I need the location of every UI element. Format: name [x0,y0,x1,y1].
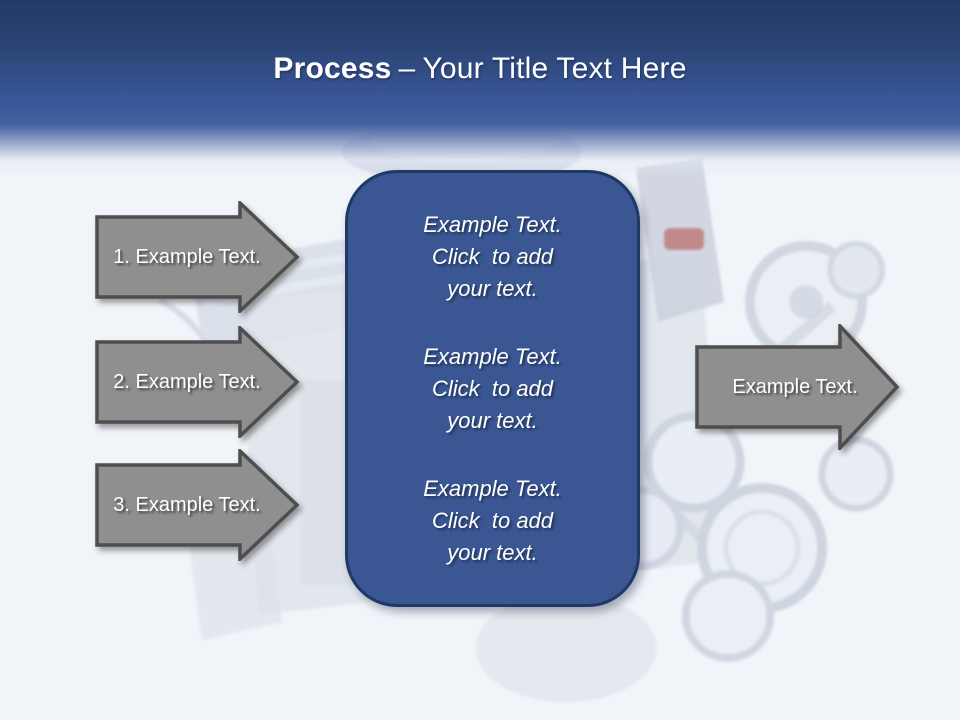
center-box-paragraph-3: Example Text. Click to add your text. [423,475,562,565]
title-emphasis: Process [273,52,392,85]
title-separator: – [398,52,416,85]
step-arrow-1-label: 1. Example Text. [113,245,261,268]
step-arrow-2-label: 2. Example Text. [113,370,261,393]
step-arrow-3-label: 3. Example Text. [113,493,261,516]
title-bar [0,0,960,178]
output-arrow-label: Example Text. [732,375,858,398]
page-title[interactable]: Process–Your Title Text Here [0,52,960,86]
center-box-paragraph-1: Example Text. Click to add your text. [423,211,562,301]
center-text-box[interactable]: Example Text. Click to add your text. Ex… [345,170,640,607]
center-box-paragraph-2: Example Text. Click to add your text. [423,343,562,433]
title-rest: Your Title Text Here [422,52,687,85]
